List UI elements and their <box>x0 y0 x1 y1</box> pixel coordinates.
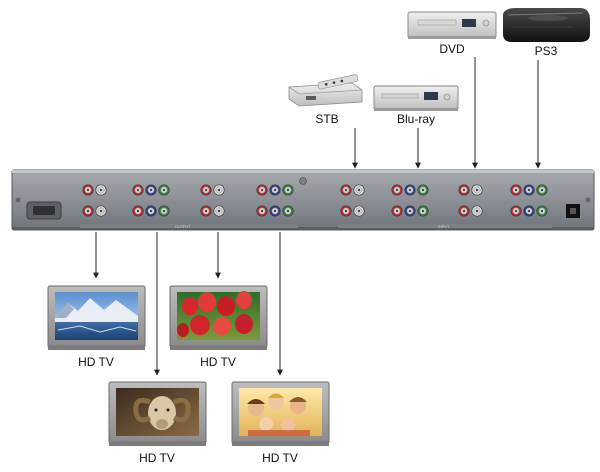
rca-jack-pin <box>286 209 290 213</box>
rca-jack-pin <box>527 188 531 192</box>
hdtv-3-label: HD TV <box>139 451 175 465</box>
hdtv-4-label: HD TV <box>262 451 298 465</box>
rca-jack-pin <box>421 209 425 213</box>
input-section-label: INPUT <box>438 225 450 229</box>
ps3-console <box>503 8 590 42</box>
rca-jack-pin <box>344 188 348 192</box>
rca-jack-pin <box>475 209 479 213</box>
rca-jack-pin <box>99 209 103 213</box>
hdtv-2 <box>169 285 268 350</box>
rca-jack-pin <box>514 188 518 192</box>
rca-jack-pin <box>217 209 221 213</box>
stb-receiver <box>288 74 363 107</box>
stb-label: STB <box>315 112 338 126</box>
rca-jack-pin <box>162 209 166 213</box>
rca-jack-pin <box>99 188 103 192</box>
rca-jack-pin <box>408 209 412 213</box>
power-input <box>566 204 580 218</box>
rca-jack-pin <box>462 188 466 192</box>
bluray-player <box>373 85 459 111</box>
rca-jack-pin <box>395 209 399 213</box>
rca-jack-pin <box>86 188 90 192</box>
rca-jack-pin <box>162 188 166 192</box>
rca-jack-pin <box>136 209 140 213</box>
rca-jack-pin <box>86 209 90 213</box>
hdtv-1-label: HD TV <box>78 355 114 369</box>
rca-jack-pin <box>421 188 425 192</box>
rca-jack-pin <box>273 209 277 213</box>
rca-jack-pin <box>357 209 361 213</box>
hdtv-2-label: HD TV <box>200 355 236 369</box>
rca-jack-pin <box>204 209 208 213</box>
rca-jack-pin <box>149 209 153 213</box>
rca-jack-pin <box>344 209 348 213</box>
rca-jack-pin <box>527 209 531 213</box>
rca-jack-pin <box>540 209 544 213</box>
ps3-label: PS3 <box>535 44 558 58</box>
rca-jack-pin <box>395 188 399 192</box>
rca-jack-pin <box>260 188 264 192</box>
rca-jack-pin <box>462 209 466 213</box>
rca-jack-pin <box>475 188 479 192</box>
rca-jack-pin <box>540 188 544 192</box>
rca-jack-pin <box>260 209 264 213</box>
hdtv-3 <box>108 381 207 446</box>
dvd-player <box>407 11 497 39</box>
rca-jack-pin <box>204 188 208 192</box>
switcher-rear-panel: OUTPUT INPUT <box>11 169 595 231</box>
output-section-label: OUTPUT <box>175 225 191 229</box>
rca-connector-array <box>82 184 548 217</box>
rs232-port <box>26 201 62 220</box>
hdtv-1 <box>47 285 146 350</box>
rca-jack-pin <box>514 209 518 213</box>
bluray-label: Blu-ray <box>397 112 435 126</box>
rca-jack-pin <box>273 188 277 192</box>
rca-jack-pin <box>149 188 153 192</box>
rca-jack-pin <box>357 188 361 192</box>
dvd-label: DVD <box>439 42 465 56</box>
rca-jack-pin <box>217 188 221 192</box>
rca-jack-pin <box>136 188 140 192</box>
hdtv-4 <box>231 381 330 446</box>
rca-jack-pin <box>286 188 290 192</box>
rca-jack-pin <box>408 188 412 192</box>
